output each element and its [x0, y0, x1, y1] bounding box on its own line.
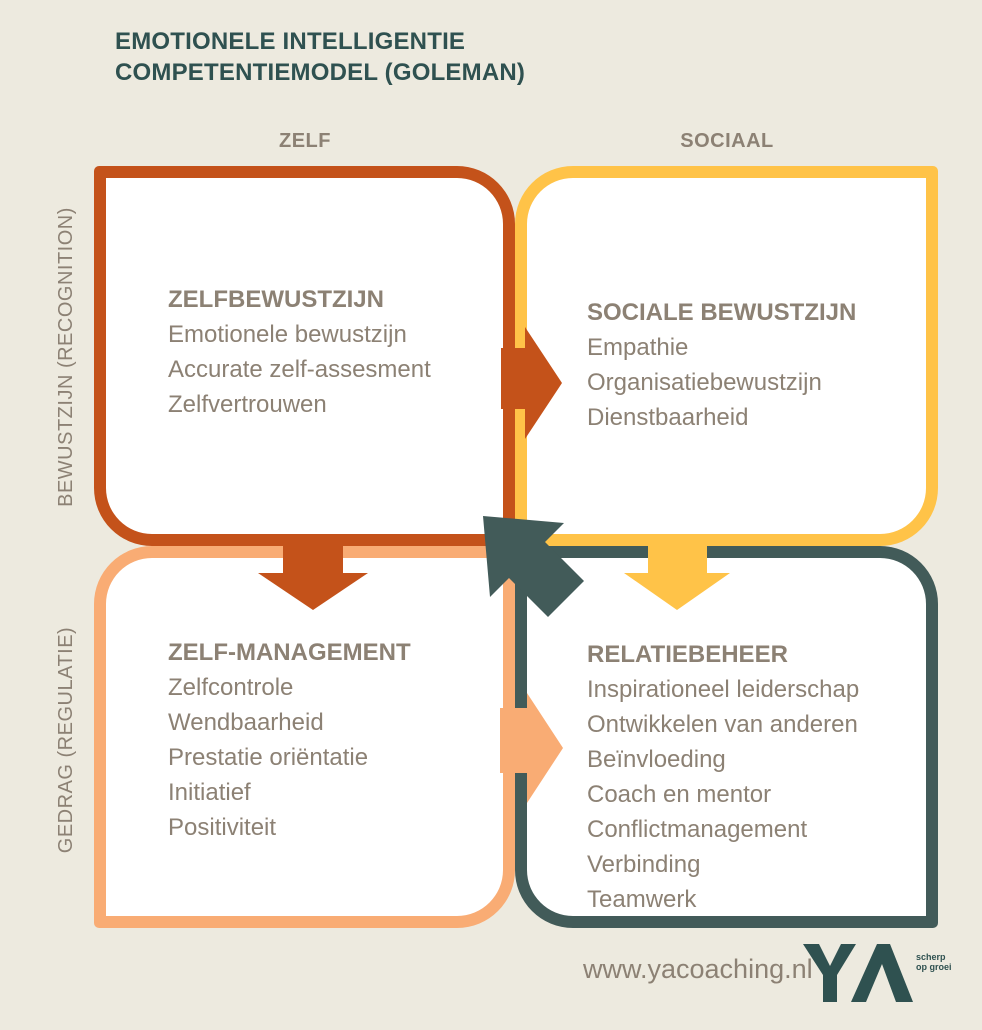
page-title-line2: COMPETENTIEMODEL (GOLEMAN): [115, 59, 526, 86]
website-url: www.yacoaching.nl: [583, 954, 813, 984]
competency-item: Organisatiebewustzijn: [587, 369, 822, 396]
competency-item: Inspirationeel leiderschap: [587, 676, 860, 703]
quadrant-title: ZELFBEWUSTZIJN: [168, 286, 384, 313]
competency-item: Zelfvertrouwen: [168, 391, 327, 418]
logo-tagline-line2: op groei: [916, 962, 952, 972]
logo-tagline: scherp op groei: [916, 952, 952, 972]
competency-item: Verbinding: [587, 851, 701, 878]
competency-item: Prestatie oriëntatie: [168, 744, 369, 771]
competency-item: Conflictmanagement: [587, 816, 808, 843]
competency-item: Empathie: [587, 334, 689, 361]
logo-letter-a: [851, 944, 913, 1002]
competency-item: Dienstbaarheid: [587, 404, 749, 431]
column-label-sociaal: SOCIAAL: [680, 130, 774, 152]
row-label-bewustzijn: BEWUSTZIJN (RECOGNITION): [55, 207, 77, 507]
column-label-zelf: ZELF: [279, 130, 331, 152]
logo-letter-y: [803, 944, 856, 1002]
competency-item: Ontwikkelen van anderen: [587, 711, 858, 738]
quadrant-title: RELATIEBEHEER: [587, 641, 788, 668]
quadrant-title: ZELF-MANAGEMENT: [168, 639, 411, 666]
competency-item: Coach en mentor: [587, 781, 772, 808]
quadrant-relatiebeheer: RELATIEBEHEER Inspirationeel leiderschap…: [515, 546, 938, 928]
competency-item: Wendbaarheid: [168, 709, 324, 736]
page-title-line1: EMOTIONELE INTELLIGENTIE: [115, 28, 466, 55]
quadrant-title: SOCIALE BEWUSTZIJN: [587, 299, 857, 326]
competency-item: Accurate zelf-assesment: [168, 356, 431, 383]
competency-item: Positiviteit: [168, 814, 277, 841]
competency-item: Zelfcontrole: [168, 674, 294, 701]
ya-logo: [803, 944, 913, 1002]
page-title: EMOTIONELE INTELLIGENTIE COMPETENTIEMODE…: [115, 26, 525, 88]
logo-tagline-line1: scherp: [916, 952, 946, 962]
row-label-gedrag: GEDRAG (REGULATIE): [55, 626, 77, 854]
competency-item: Teamwerk: [587, 886, 697, 913]
competency-item: Initiatief: [168, 779, 251, 806]
competency-item: Emotionele bewustzijn: [168, 321, 407, 348]
competency-item: Beïnvloeding: [587, 746, 726, 773]
